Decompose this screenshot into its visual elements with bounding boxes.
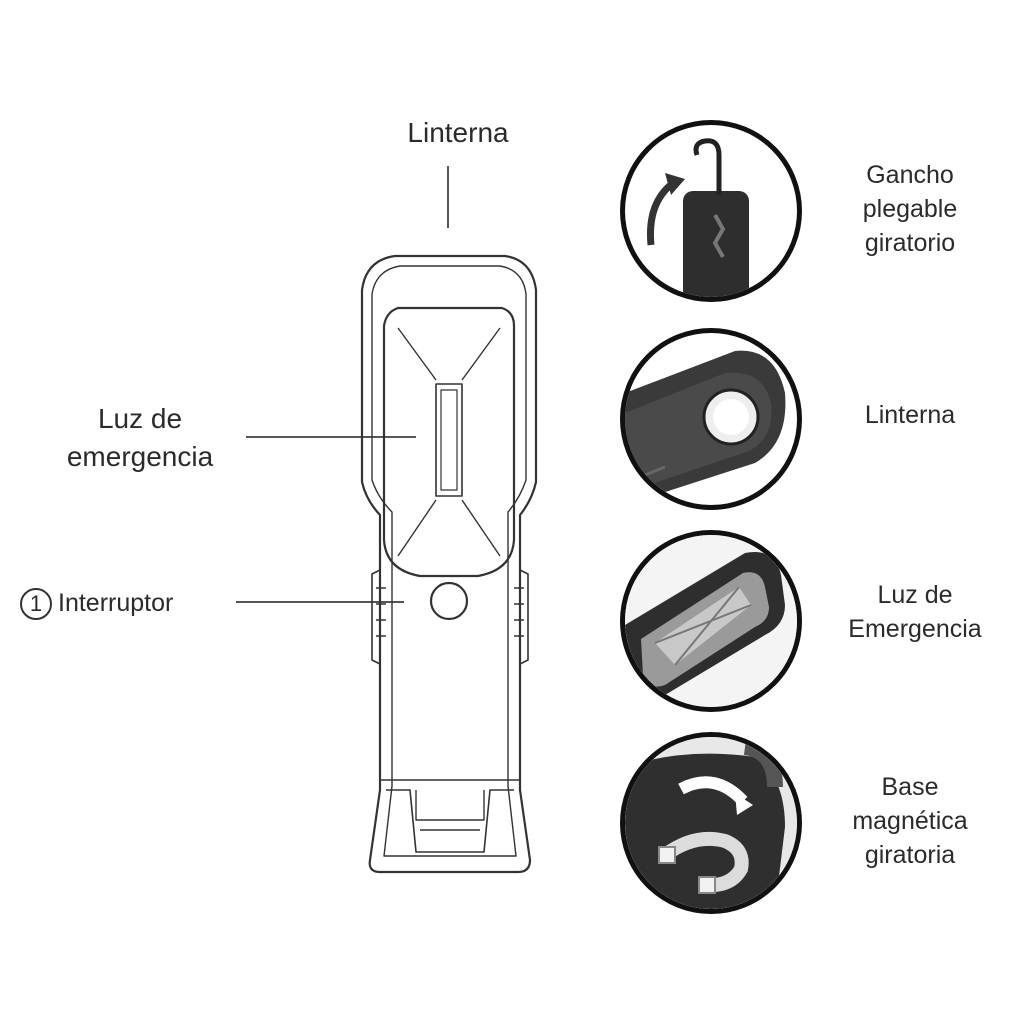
detail-label-hook-line-2: plegable [862,195,958,223]
detail-circle-flashlight [620,328,802,510]
switch-number: 1 [20,588,58,620]
magnet-icon [625,737,797,909]
emergency-light-icon [625,535,797,707]
switch-label-text: Interruptor [58,589,174,617]
flashlight-icon [625,350,786,505]
detail-label-hook-line-3: giratorio [864,229,956,257]
detail-label-flashlight: Linterna [826,398,994,432]
detail-label-emergency: Luz de Emergencia [826,578,1004,646]
label-emergency: Luz de emergencia [40,400,240,476]
detail-label-emergency-line-1: Luz de [877,581,953,609]
switch-number-circle: 1 [20,588,52,620]
hook-icon [644,138,749,297]
label-switch: 1 Interruptor [20,584,220,622]
pointer-emergency [246,436,416,438]
label-emergency-line-2: emergencia [66,441,214,472]
detail-label-magnet: Base magnética giratoria [826,770,994,872]
label-linterna-top-text: Linterna [407,117,509,148]
pointer-linterna-top [447,166,449,228]
detail-circle-magnet [620,732,802,914]
label-emergency-line-1: Luz de [97,403,183,434]
detail-circle-hook [620,120,802,302]
detail-label-magnet-line-1: Base [881,773,939,801]
detail-label-flashlight-line-1: Linterna [864,401,956,429]
pointer-switch [236,601,404,603]
detail-label-hook: Gancho plegable giratorio [826,158,994,260]
detail-label-emergency-line-2: Emergencia [848,615,982,643]
detail-label-hook-line-1: Gancho [866,161,954,189]
label-linterna-top: Linterna [378,114,538,152]
detail-label-magnet-line-2: magnética [852,807,968,835]
detail-circle-emergency [620,530,802,712]
detail-label-magnet-line-3: giratoria [864,841,956,869]
